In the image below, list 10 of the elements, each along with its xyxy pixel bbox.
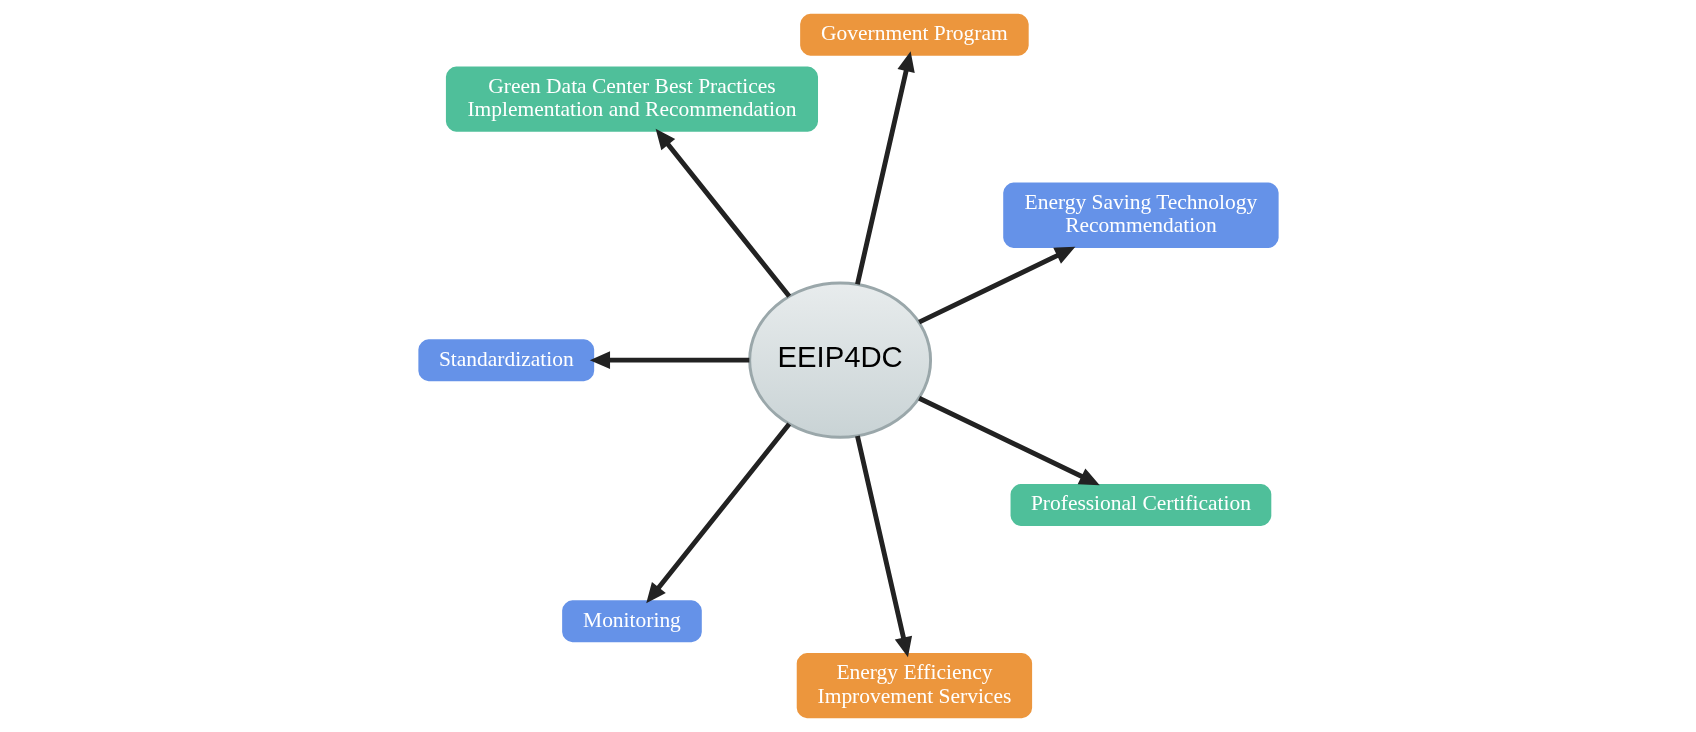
arrow <box>854 435 912 658</box>
arrow <box>645 422 791 604</box>
arrow <box>655 128 791 298</box>
node-ellipse: EEIP4DC <box>747 281 932 439</box>
node-box: Professional Certification <box>1007 481 1274 529</box>
arrow <box>917 396 1100 486</box>
arrow <box>854 51 915 285</box>
node-box: Green Data Center Best Practices Implementation and Recommendation <box>442 63 821 135</box>
arrow <box>917 246 1075 325</box>
arrow <box>589 351 749 369</box>
